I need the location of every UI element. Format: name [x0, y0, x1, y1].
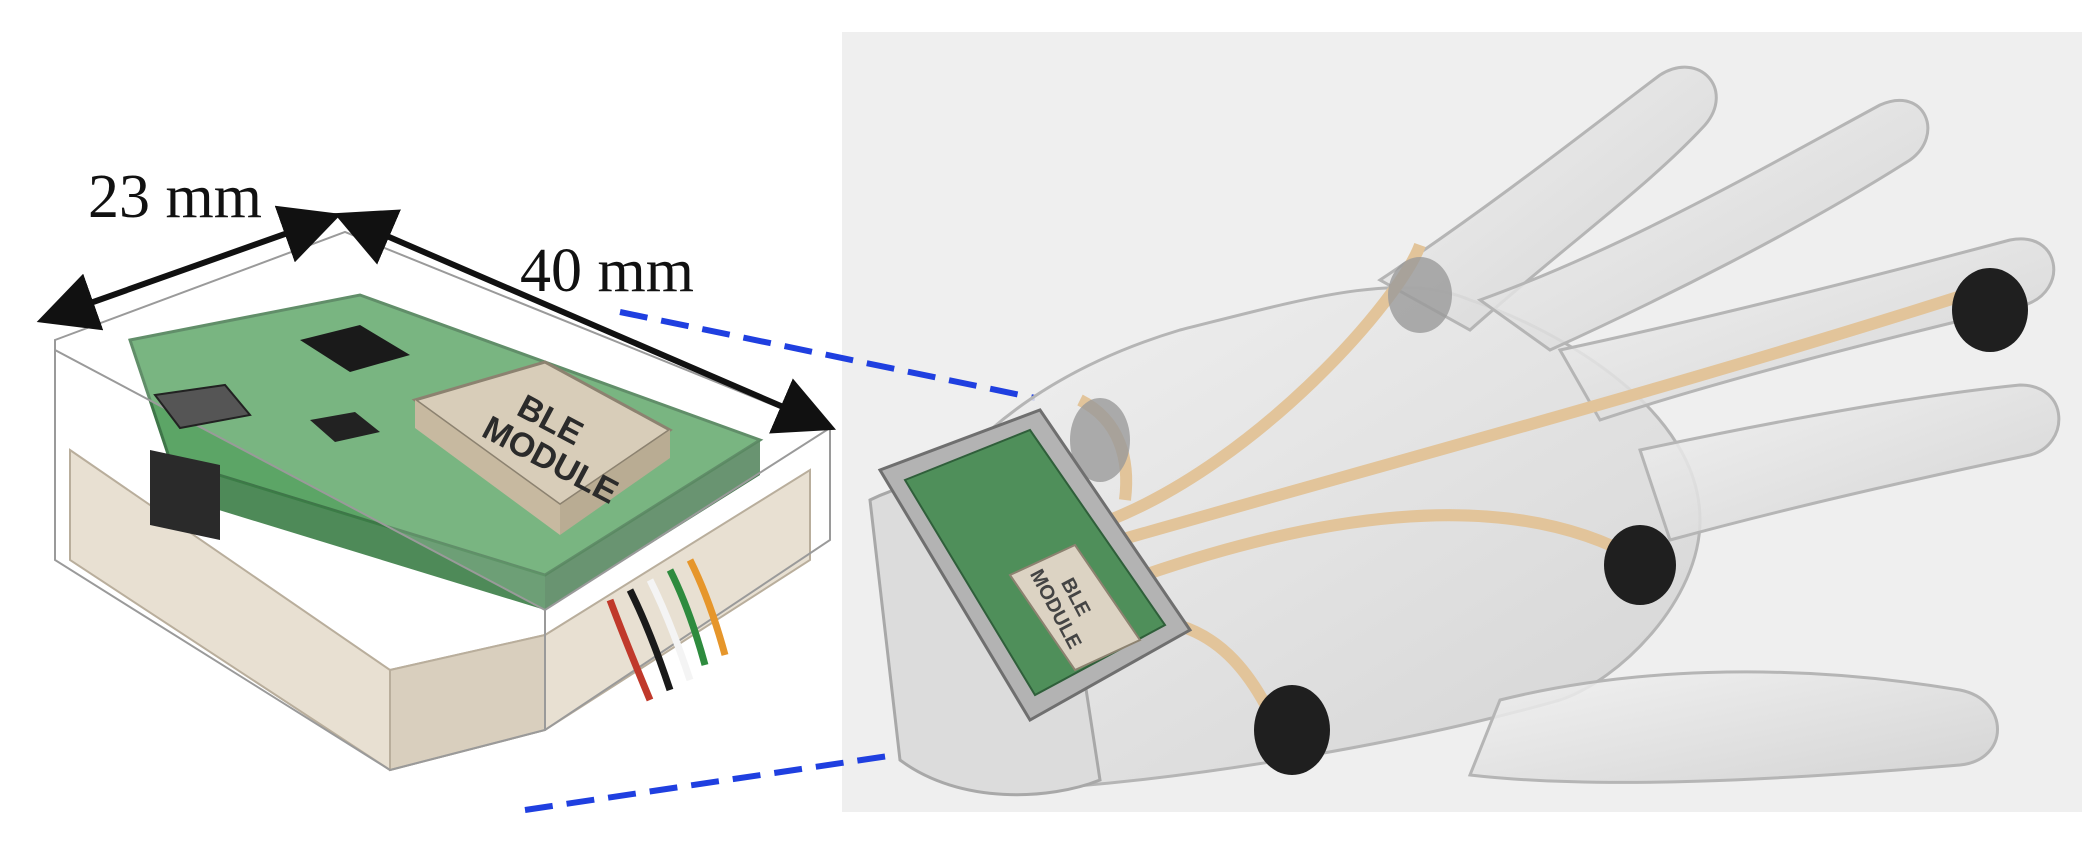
sensor-pad-thumb	[1254, 685, 1330, 775]
glove-ble-module	[1008, 543, 1142, 672]
side-connector	[150, 450, 220, 540]
enclosure-render: BLE MODULE	[54, 230, 833, 772]
sensor-pad-wrist	[1070, 398, 1130, 482]
sensor-strip-ring	[1128, 509, 1643, 586]
connector-line-top	[619, 309, 1036, 401]
sensor-pad-middle	[1952, 268, 2028, 352]
sensor-strip-middle	[1118, 284, 1982, 546]
usb-connector	[153, 383, 252, 430]
width-dimension-label: 23 mm	[88, 163, 262, 231]
glove-little-finger	[1638, 383, 2061, 542]
glove-index-finger	[1377, 65, 1718, 332]
width-dimension-arrow	[36, 205, 342, 331]
length-dimension-label: 40 mm	[520, 237, 694, 305]
glove-render: BLE MODULE	[868, 65, 2061, 797]
sensor-pad-ring	[1604, 525, 1676, 605]
wire-white	[646, 578, 694, 682]
glove-thumb	[1467, 670, 1999, 784]
glove-middle-finger	[1476, 98, 1930, 352]
wire-green	[666, 568, 709, 666]
length-dimension-arrow	[333, 209, 837, 434]
wire-black	[626, 588, 674, 692]
sensor-pad-index	[1388, 257, 1452, 333]
wire-red	[606, 598, 654, 702]
wire-orange	[686, 558, 729, 656]
